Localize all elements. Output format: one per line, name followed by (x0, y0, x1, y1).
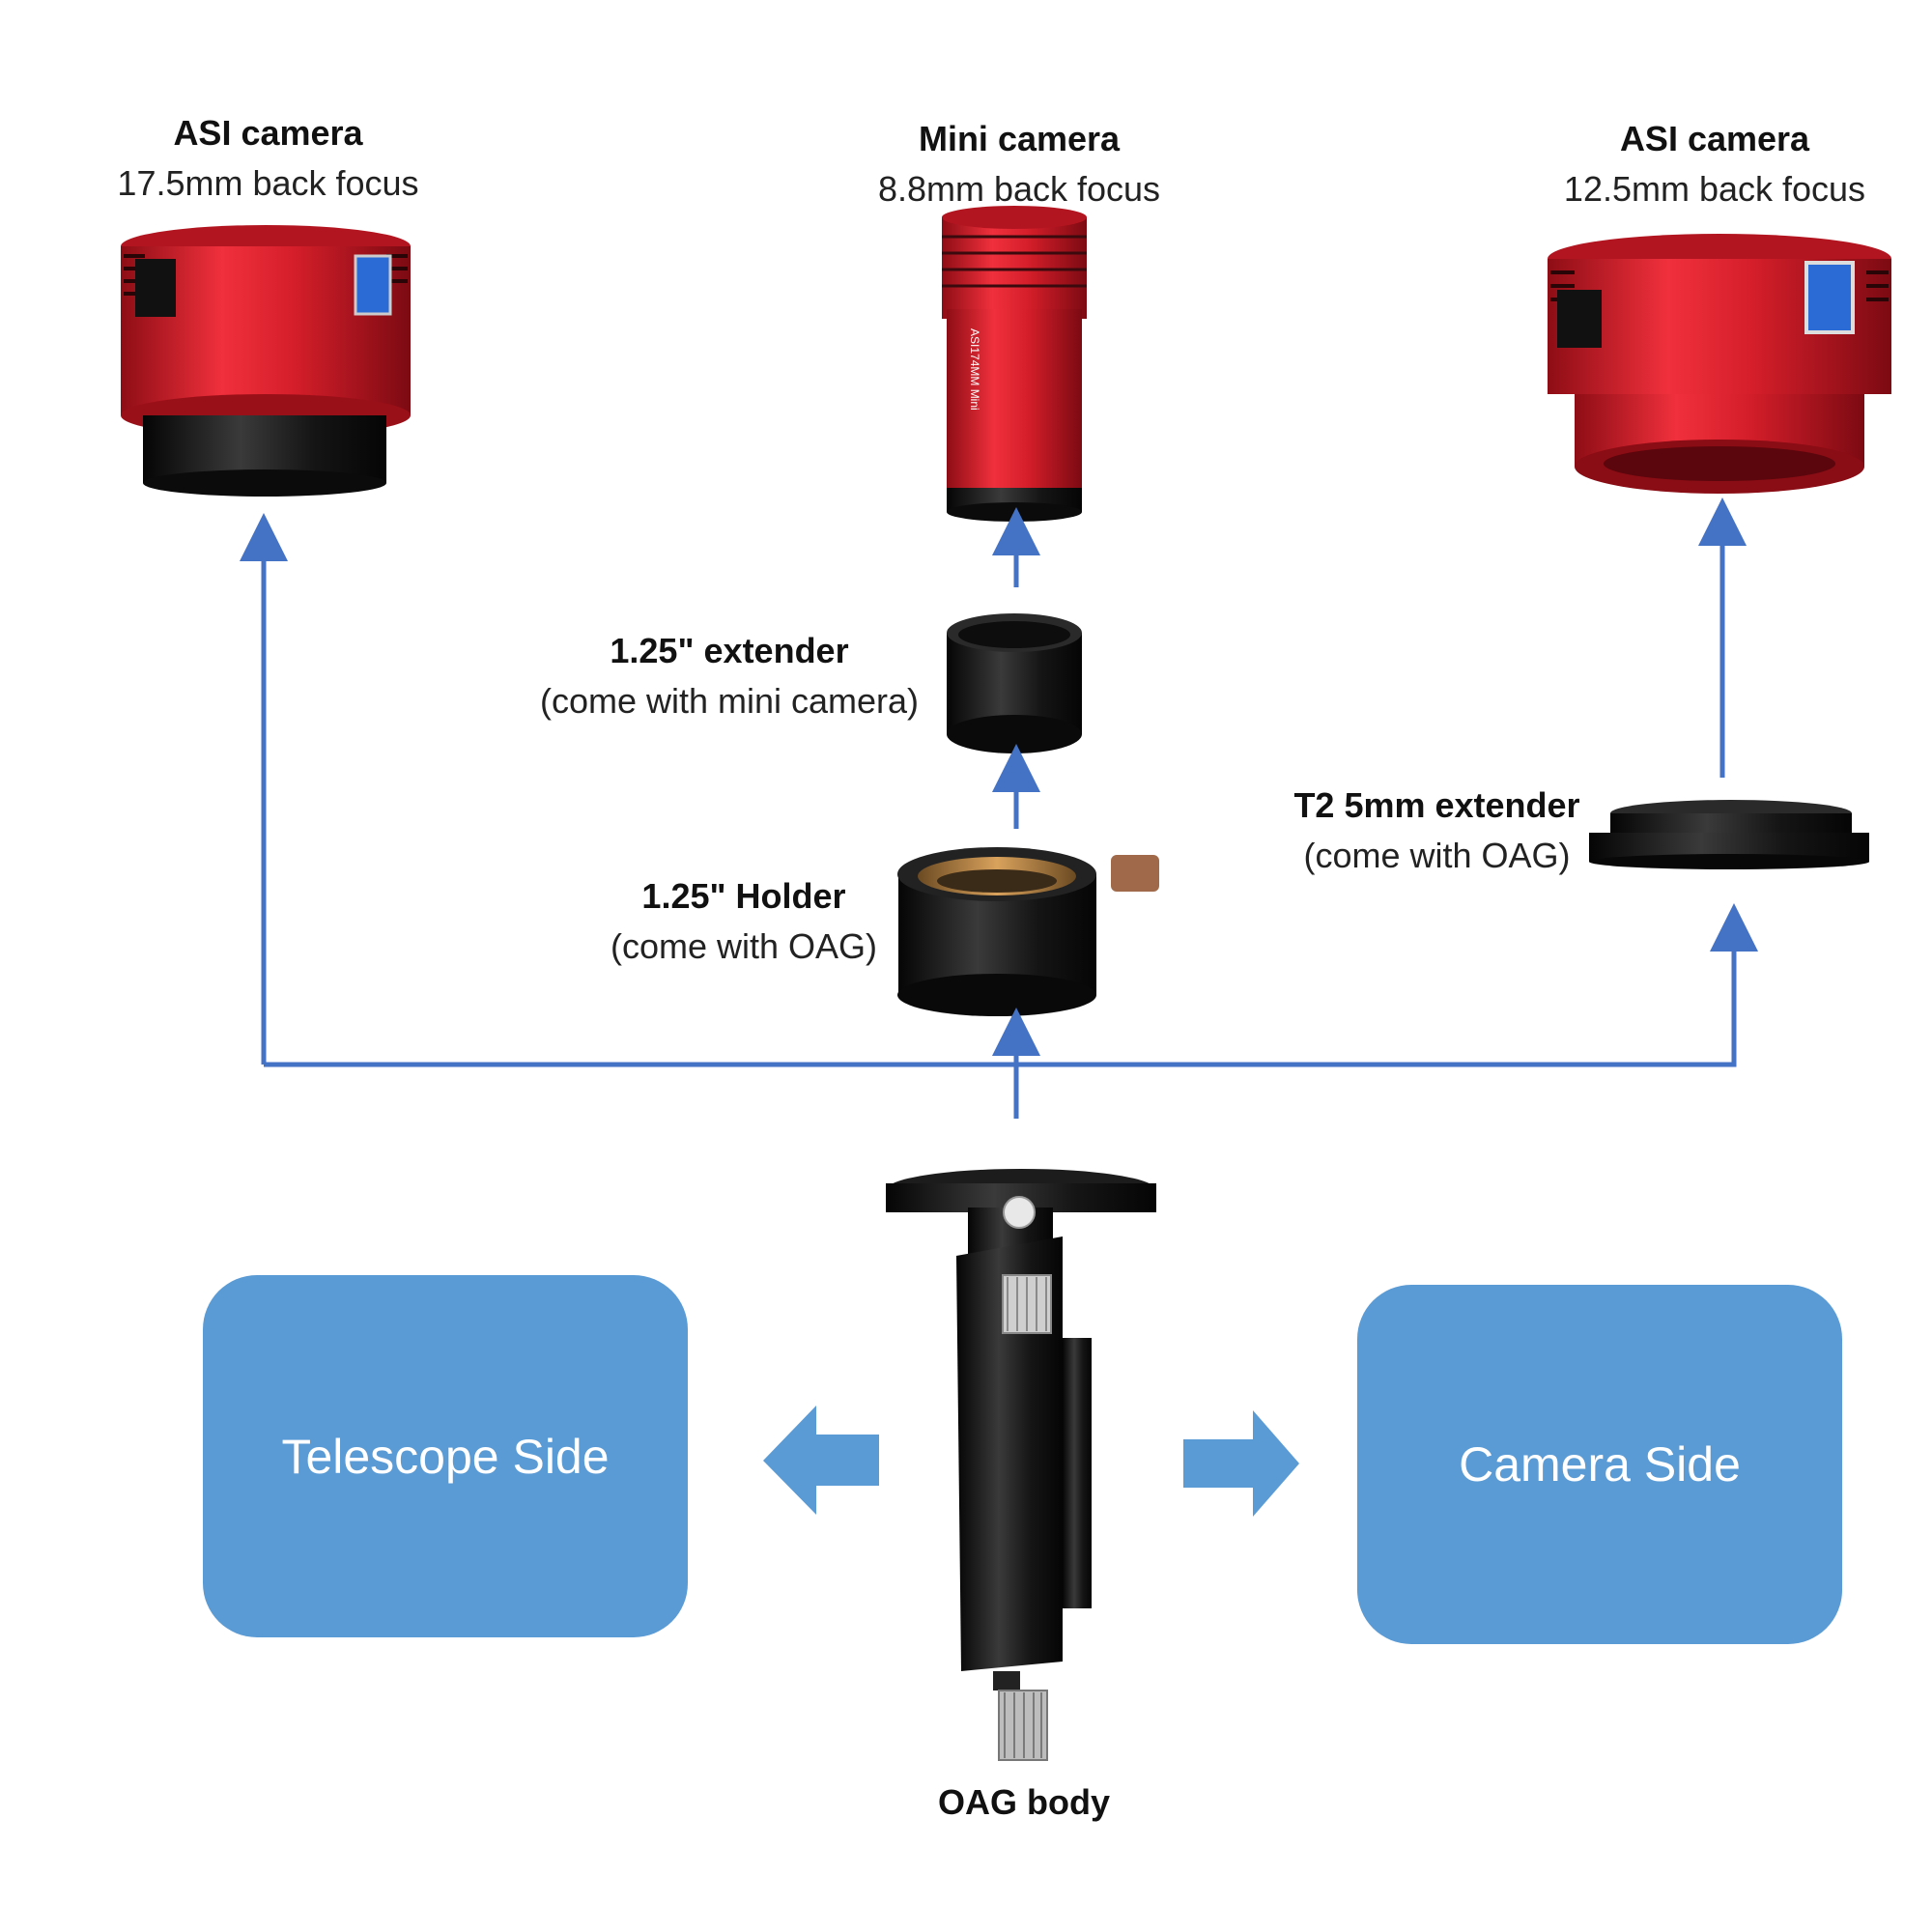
asi-camera-right-image (1548, 234, 1891, 494)
t2-subtitle: (come with OAG) (1303, 836, 1571, 875)
holder-image (897, 847, 1159, 1016)
mini-title: Mini camera (918, 119, 1121, 158)
mini-subtitle: 8.8mm back focus (877, 169, 1161, 209)
t2-label: T2 5mm extender (come with OAG) (1270, 781, 1604, 881)
holder-label: 1.25" Holder (come with OAG) (580, 871, 908, 972)
telescope-side-box: Telescope Side (203, 1275, 688, 1637)
t2-title: T2 5mm extender (1293, 785, 1580, 825)
arrow-left-block (763, 1406, 879, 1515)
asi-right-title: ASI camera (1619, 119, 1810, 158)
asi-right-subtitle: 12.5mm back focus (1563, 169, 1866, 209)
oag-body-image (886, 1169, 1156, 1761)
t2-extender-image (1589, 800, 1869, 869)
asi-left-subtitle: 17.5mm back focus (117, 163, 419, 203)
bus-line (264, 903, 1758, 1067)
connector-lines (240, 497, 1758, 1119)
holder-subtitle: (come with OAG) (610, 926, 878, 966)
extender-image (947, 613, 1082, 753)
oag-body-label: OAG body (938, 1782, 1110, 1822)
arrow-right-block (1183, 1410, 1299, 1517)
extender-subtitle: (come with mini camera) (539, 681, 920, 721)
telescope-side-label: Telescope Side (281, 1429, 610, 1484)
svg-text:ASI174MM Mini: ASI174MM Mini (968, 328, 981, 411)
camera-side-box: Camera Side (1357, 1285, 1842, 1644)
extender-title: 1.25" extender (610, 631, 849, 670)
camera-side-label: Camera Side (1459, 1437, 1741, 1492)
extender-label: 1.25" extender (come with mini camera) (517, 626, 942, 726)
mini-label: Mini camera 8.8mm back focus (855, 114, 1183, 214)
mini-camera-image: ASI174MM Mini (942, 206, 1087, 522)
asi-left-title: ASI camera (173, 113, 363, 153)
asi-left-label: ASI camera 17.5mm back focus (97, 108, 440, 209)
asi-right-label: ASI camera 12.5mm back focus (1546, 114, 1884, 214)
asi-camera-left-image (121, 225, 411, 497)
holder-title: 1.25" Holder (641, 876, 846, 916)
